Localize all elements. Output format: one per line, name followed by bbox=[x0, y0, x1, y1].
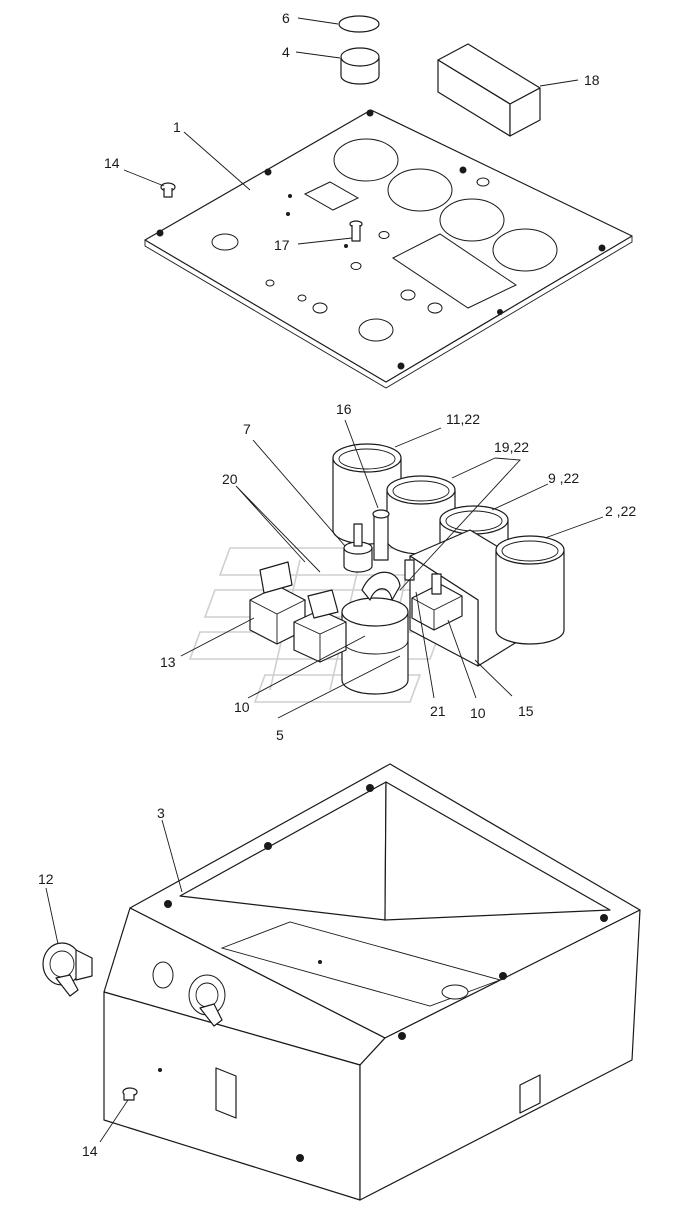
callout-12: 12 bbox=[38, 871, 54, 887]
part-7-block bbox=[343, 523, 373, 573]
callout-4: 4 bbox=[282, 44, 290, 60]
part-2-gauge bbox=[495, 535, 565, 645]
callout-18: 18 bbox=[584, 72, 600, 88]
callout-10-right: 10 bbox=[470, 705, 486, 721]
callout-15: 15 bbox=[518, 703, 534, 719]
callout-14-bottom: 14 bbox=[82, 1143, 98, 1159]
callout-16: 16 bbox=[336, 401, 352, 417]
callout-19-22: 19,22 bbox=[494, 439, 529, 455]
part-19-gauge bbox=[386, 475, 456, 555]
part-10-switch-left bbox=[293, 589, 347, 663]
part-21-pins bbox=[404, 559, 442, 595]
part-3-housing bbox=[103, 763, 641, 1201]
part-10-switch-right bbox=[411, 583, 463, 631]
callout-13: 13 bbox=[160, 654, 176, 670]
callout-5: 5 bbox=[276, 727, 284, 743]
callout-21: 21 bbox=[430, 703, 446, 719]
callout-10-left: 10 bbox=[234, 699, 250, 715]
part-12-connector bbox=[42, 942, 93, 997]
callout-7: 7 bbox=[243, 421, 251, 437]
part-4-knob bbox=[340, 47, 380, 85]
leader-lines bbox=[45, 17, 604, 1143]
callout-17: 17 bbox=[274, 237, 290, 253]
part-18-box bbox=[437, 43, 541, 137]
callout-3: 3 bbox=[157, 805, 165, 821]
callout-6: 6 bbox=[282, 10, 290, 26]
part-13-switch bbox=[249, 561, 306, 645]
part-16-lamp bbox=[372, 509, 390, 561]
callout-2-22: 2 ,22 bbox=[605, 503, 636, 519]
callout-20: 20 bbox=[222, 471, 238, 487]
callout-11-22: 11,22 bbox=[446, 411, 480, 427]
callout-1: 1 bbox=[173, 119, 181, 135]
callout-labels: 6 4 18 1 14 17 16 11,22 7 19,22 20 9 ,22… bbox=[38, 10, 636, 1159]
part-14-screw-bottom bbox=[122, 1087, 138, 1101]
callout-14-top: 14 bbox=[104, 155, 120, 171]
part-14-screw-top bbox=[160, 182, 176, 198]
part-6-cap bbox=[338, 15, 380, 33]
part-17-screw bbox=[349, 220, 363, 242]
callout-9-22: 9 ,22 bbox=[548, 470, 579, 486]
part-1-panel bbox=[144, 109, 633, 389]
part-5-switch bbox=[341, 571, 409, 695]
